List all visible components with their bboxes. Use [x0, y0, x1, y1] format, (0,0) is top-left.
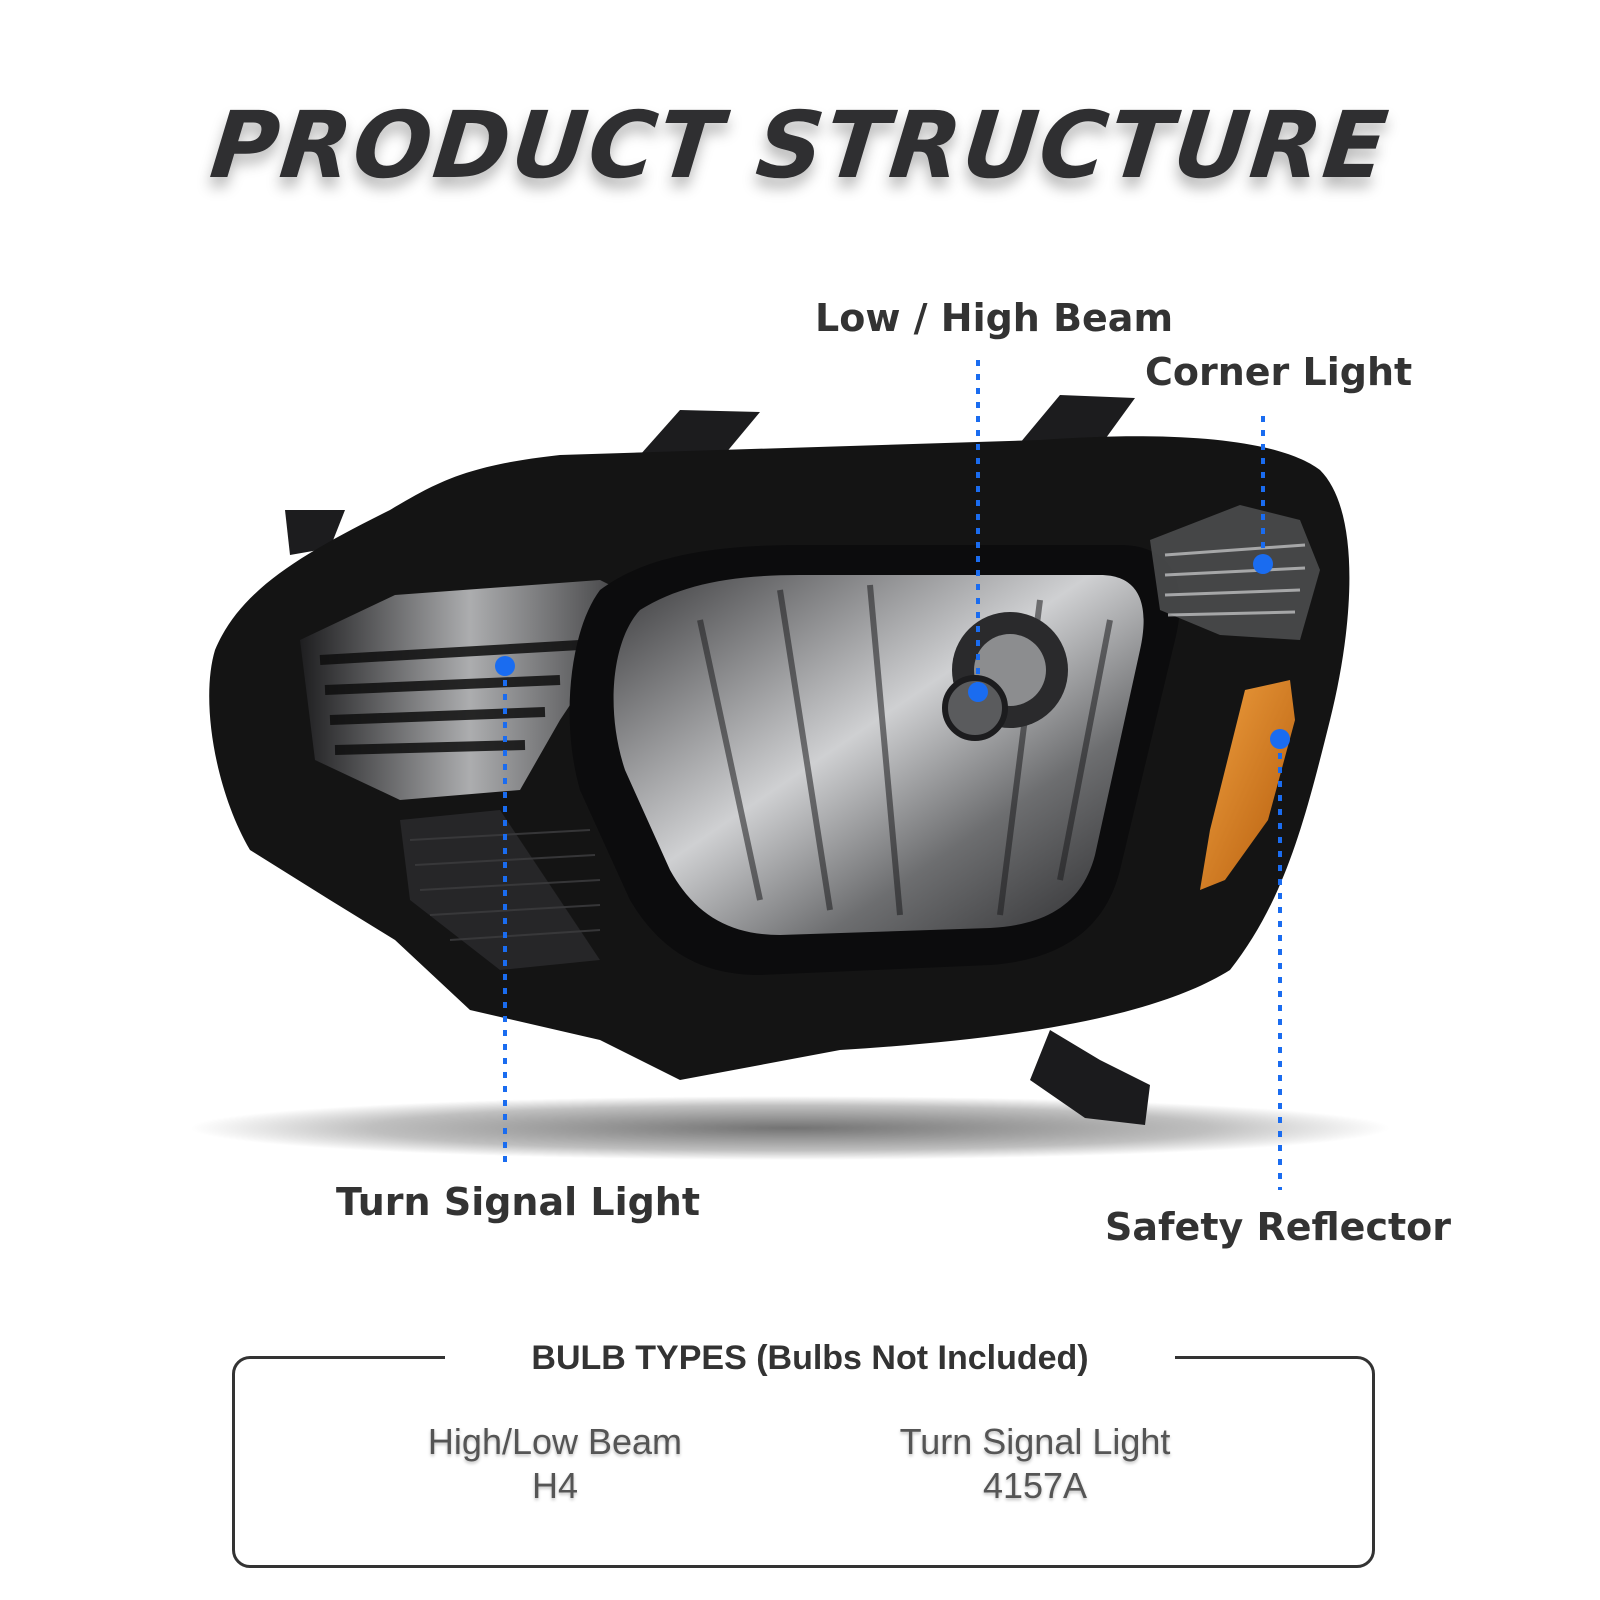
vent-grille: [400, 810, 600, 970]
marker-dot-safety-reflector: [1270, 729, 1290, 749]
bulb-types-heading: BULB TYPES (Bulbs Not Included): [445, 1336, 1175, 1380]
grille-mesh: [409, 829, 601, 941]
bulb-types-box: [232, 1356, 1375, 1568]
bulb-type-high-low-beam: High/Low Beam H4: [400, 1420, 710, 1508]
marker-dot-turn-signal: [495, 656, 515, 676]
callout-safety-reflector: Safety Reflector: [1105, 1205, 1451, 1249]
bulb-type-value: 4157A: [982, 1465, 1088, 1506]
callout-corner-light: Corner Light: [1145, 350, 1413, 394]
signal-fins: [319, 640, 581, 755]
corner-light-ribs: [1164, 543, 1306, 617]
main-reflector: [613, 575, 1144, 935]
marker-dot-corner-light: [1253, 554, 1273, 574]
amber-safety-reflector: [1200, 680, 1295, 890]
callout-lines: [503, 360, 1282, 1190]
bulb-type-label: High/Low Beam: [427, 1421, 683, 1462]
callout-turn-signal-light: Turn Signal Light: [336, 1180, 701, 1224]
lower-bracket: [1030, 1030, 1150, 1125]
ground-shadow: [190, 1096, 1390, 1160]
marker-dot-low-high-beam: [968, 682, 988, 702]
callout-low-high-beam: Low / High Beam: [815, 296, 1174, 340]
bulb-type-turn-signal: Turn Signal Light 4157A: [870, 1420, 1200, 1508]
mount-tab-left: [640, 410, 760, 460]
bulb-type-value: H4: [531, 1465, 579, 1506]
bulb-core: [942, 675, 1008, 741]
bulb-type-label: Turn Signal Light: [899, 1421, 1171, 1462]
